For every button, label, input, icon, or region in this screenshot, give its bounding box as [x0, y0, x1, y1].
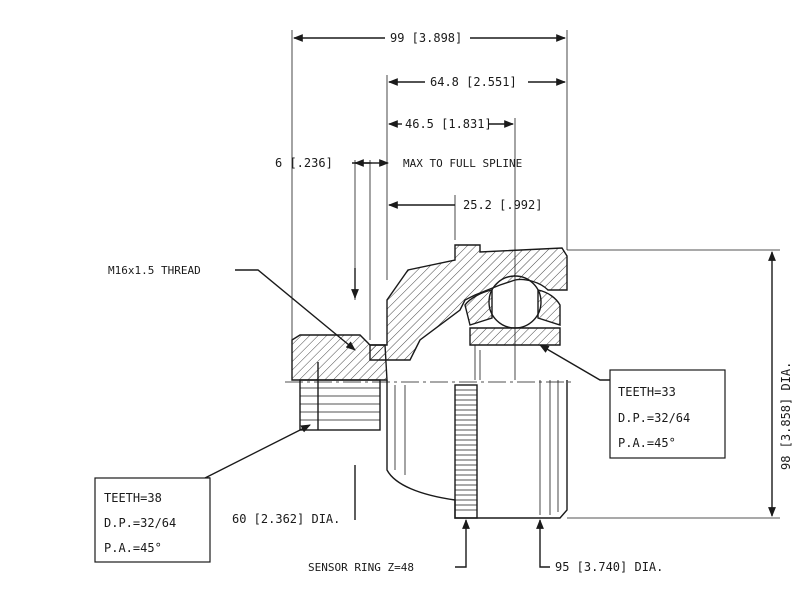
- outer-teeth: TEETH=38: [104, 491, 162, 505]
- dim-95-dia-label: 95 [3.740] DIA.: [555, 560, 663, 574]
- dim-465-label: 46.5 [1.831]: [405, 117, 492, 131]
- sensor-ring-label: SENSOR RING Z=48: [308, 561, 414, 574]
- thread-label: M16x1.5 THREAD: [108, 264, 201, 277]
- inner-spline-spec-box: TEETH=33 D.P.=32/64 P.A.=45°: [609, 369, 726, 459]
- dimension-labels: 99 [3.898] 64.8 [2.551] 46.5 [1.831] 6 […: [108, 31, 793, 574]
- outer-pa: P.A.=45°: [104, 541, 162, 555]
- extension-lines: [291, 30, 780, 519]
- sensor-ring: [454, 384, 478, 519]
- dimension-lines: [293, 34, 776, 517]
- dim-98-dia-label: 98 [3.858] DIA.: [779, 362, 793, 470]
- dim-60-dia-label: 60 [2.362] DIA.: [232, 512, 340, 526]
- outer-bell-housing: [369, 244, 568, 519]
- dim-6-label: 6 [.236]: [275, 156, 333, 170]
- outer-spline-spec-box: TEETH=38 D.P.=32/64 P.A.=45°: [94, 477, 211, 563]
- inner-pa: P.A.=45°: [618, 436, 676, 450]
- inner-dp: D.P.=32/64: [618, 411, 690, 425]
- inner-teeth: TEETH=33: [618, 385, 676, 399]
- shaft-spline: [291, 334, 388, 431]
- dim-648-label: 64.8 [2.551]: [430, 75, 517, 89]
- outer-dp: D.P.=32/64: [104, 516, 176, 530]
- dim-252-label: 25.2 [.992]: [463, 198, 542, 212]
- dim-overall-label: 99 [3.898]: [390, 31, 462, 45]
- max-spline-label: MAX TO FULL SPLINE: [403, 157, 522, 170]
